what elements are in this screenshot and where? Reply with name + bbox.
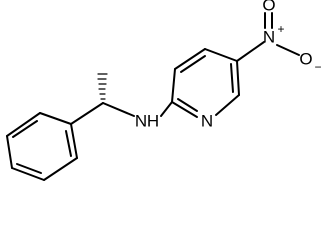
nitro-o-top-label: O [262, 0, 275, 14]
pyridine-bond-4 [236, 60, 240, 96]
phenyl-double-bond-c [12, 120, 38, 138]
phenyl-bond-2 [70, 123, 78, 159]
phenyl-bond-1 [39, 112, 72, 125]
nitro-n-charge: + [277, 22, 284, 36]
pyridine-ring [171, 48, 240, 118]
chemical-structure-diagram: N H N N + O O − [6, 0, 322, 181]
pyridine-bond-2 [174, 48, 206, 70]
nitro-n-label: N [263, 27, 275, 46]
phenyl-ring [6, 112, 78, 181]
phenyl-double-bond-a [65, 130, 72, 157]
phenyl-bond-4 [11, 167, 45, 181]
phenyl-double-bond-b [16, 163, 42, 174]
stereo-hashed-wedge [97, 73, 108, 100]
pyridine-bond-1 [171, 68, 176, 103]
amine-to-pyridine-bond [160, 101, 173, 117]
chiral-to-amine-bond [102, 102, 135, 117]
amine-n-label: N [135, 111, 147, 130]
pyridine-double-bond-a [180, 55, 206, 73]
ethyl-linker [70, 73, 135, 125]
ring-to-nitro-bond [236, 41, 265, 62]
pyridine-double-bond-c [177, 98, 198, 112]
pyridine-bond-6 [171, 101, 198, 118]
nitro-o-right-label: O [299, 49, 312, 68]
nitro-group: N + O O − [236, 0, 322, 74]
pyridine-bond-5 [215, 94, 240, 116]
pyridine-n-label: N [201, 111, 213, 130]
nitro-o-right-charge: − [314, 60, 321, 74]
phenyl-bond-5 [6, 135, 13, 169]
phenyl-bond-6 [6, 112, 41, 137]
phenyl-to-chiral-bond [70, 102, 104, 125]
nitro-single-bond [276, 44, 300, 56]
phenyl-bond-3 [43, 157, 78, 181]
amine-h-label: H [147, 111, 159, 130]
pyridine-double-bond-b [230, 63, 234, 93]
pyridine-bond-3 [204, 48, 238, 62]
